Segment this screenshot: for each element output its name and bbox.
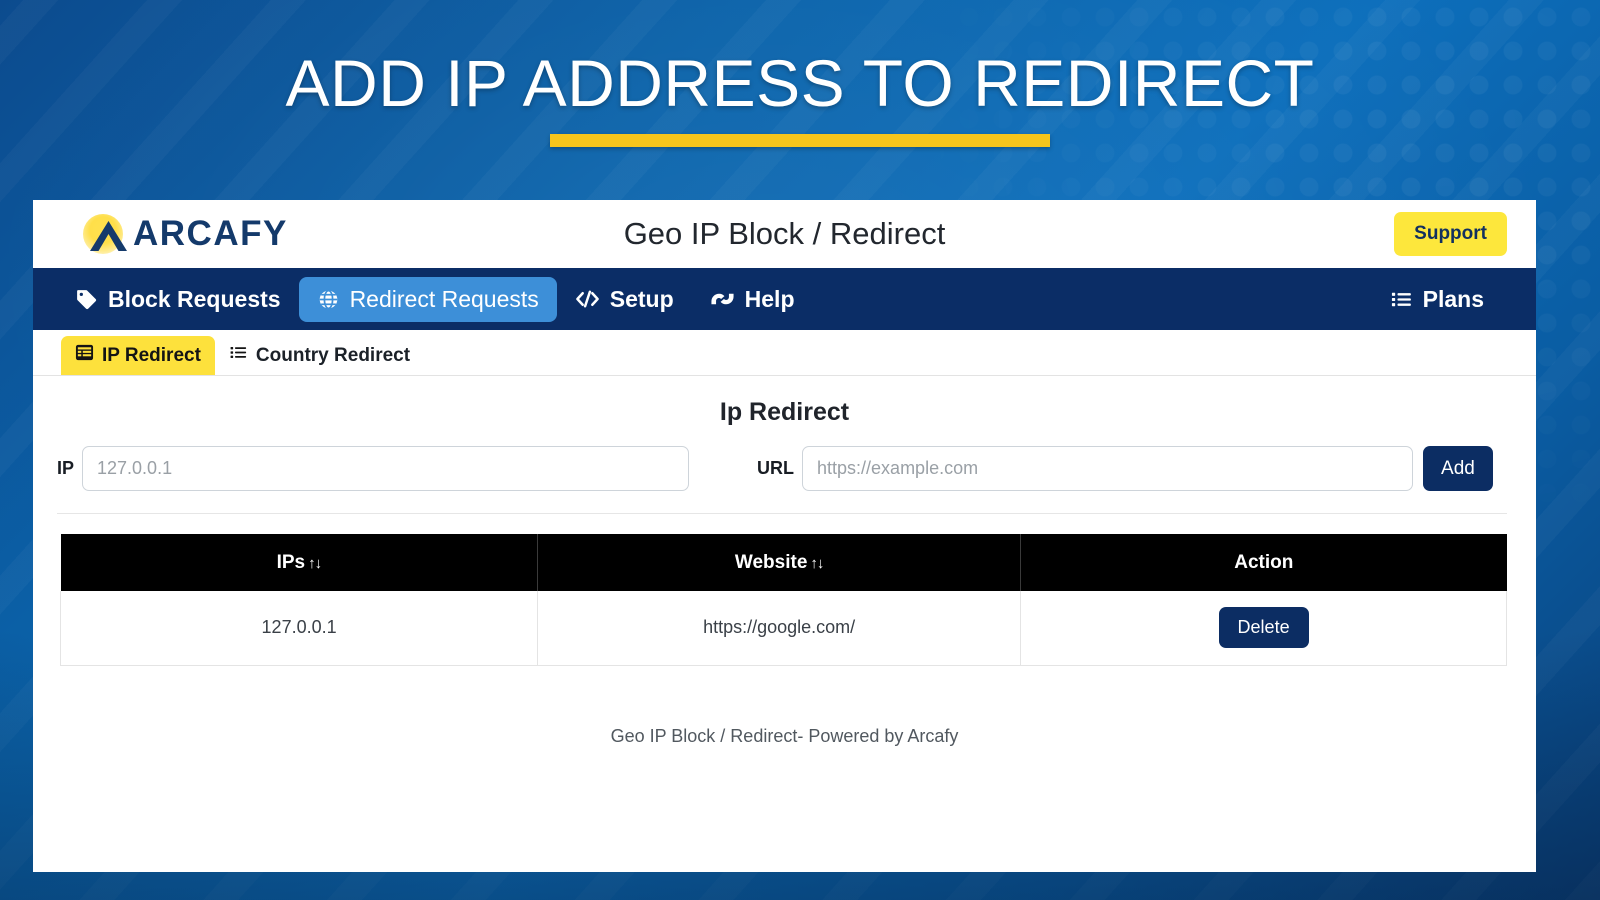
tab-ip-redirect[interactable]: IP Redirect: [61, 336, 215, 375]
sort-icon-ips[interactable]: ↑↓: [308, 554, 322, 572]
table-body: 127.0.0.1 https://google.com/ Delete: [59, 591, 1507, 666]
column-header-website[interactable]: Website↑↓: [537, 534, 1022, 591]
logo-text: ARCAFY: [133, 214, 288, 253]
column-label-action: Action: [1234, 551, 1294, 573]
column-label-website: Website: [734, 551, 808, 573]
section-title: Ip Redirect: [719, 398, 850, 426]
tab-label-ip-redirect: IP Redirect: [102, 344, 201, 366]
ip-input[interactable]: [82, 446, 690, 491]
tag-icon: [75, 288, 98, 311]
cell-website: https://google.com/: [537, 591, 1022, 666]
tab-label-country-redirect: Country Redirect: [255, 344, 411, 366]
table-icon: [75, 343, 94, 368]
table-head: IPs↑↓ Website↑↓ Action: [60, 534, 1507, 591]
column-label-ips: IPs: [276, 551, 306, 573]
tab-country-redirect[interactable]: Country Redirect: [215, 336, 424, 375]
list-icon: [229, 343, 248, 368]
form-divider: [57, 513, 1507, 514]
nav-item-help[interactable]: Help: [692, 277, 813, 322]
ip-field-label: IP: [57, 458, 75, 478]
redirect-table: IPs↑↓ Website↑↓ Action 127.0.0.1 https:/…: [59, 534, 1507, 666]
banner: ADD IP ADDRESS TO REDIRECT: [0, 0, 1600, 196]
nav-label-plans: Plans: [1422, 285, 1484, 312]
nav-label-help: Help: [744, 285, 795, 312]
column-header-action: Action: [1020, 534, 1507, 591]
nav-item-plans[interactable]: Plans: [1372, 277, 1502, 322]
nav-label-setup: Setup: [609, 285, 674, 312]
nav-item-redirect-requests[interactable]: Redirect Requests: [298, 276, 557, 322]
app-header: ARCAFY Geo IP Block / Redirect Support: [33, 200, 1536, 268]
title-underline: [550, 133, 1050, 147]
helping-hands-icon: [710, 288, 735, 310]
sub-tabs: IP Redirect Country Redirect: [33, 330, 1536, 376]
table-row: 127.0.0.1 https://google.com/ Delete: [59, 591, 1507, 666]
redirect-table-wrapper: IPs↑↓ Website↑↓ Action 127.0.0.1 https:/…: [33, 514, 1536, 666]
arcafy-logo[interactable]: ARCAFY: [83, 211, 323, 257]
sort-icon-website[interactable]: ↑↓: [810, 554, 824, 572]
nav-label-redirect-requests: Redirect Requests: [349, 285, 539, 312]
list-icon: [1390, 288, 1413, 311]
redirect-form: IP URL Add: [33, 446, 1536, 491]
delete-button[interactable]: Delete: [1218, 607, 1309, 649]
support-button[interactable]: Support: [1394, 212, 1507, 256]
nav-item-setup[interactable]: Setup: [557, 277, 692, 322]
main-navigation: Block Requests Redirect Requests: [33, 268, 1536, 330]
code-icon: [575, 288, 600, 310]
nav-item-block-requests[interactable]: Block Requests: [57, 277, 299, 322]
globe-icon: [317, 288, 340, 311]
url-field-label: URL: [757, 458, 795, 478]
app-footer: Geo IP Block / Redirect- Powered by Arca…: [610, 725, 959, 746]
url-input[interactable]: [802, 446, 1414, 491]
nav-label-block-requests: Block Requests: [108, 285, 281, 312]
column-header-ips[interactable]: IPs↑↓: [60, 534, 539, 591]
cell-ip: 127.0.0.1: [59, 591, 539, 666]
cell-action: Delete: [1020, 591, 1507, 666]
page-title: ADD IP ADDRESS TO REDIRECT: [285, 45, 1315, 120]
app-card: ARCAFY Geo IP Block / Redirect Support B…: [33, 200, 1536, 872]
table-header-row: IPs↑↓ Website↑↓ Action: [60, 534, 1507, 591]
add-button[interactable]: Add: [1423, 446, 1493, 491]
chevron-a-icon: [88, 217, 130, 258]
